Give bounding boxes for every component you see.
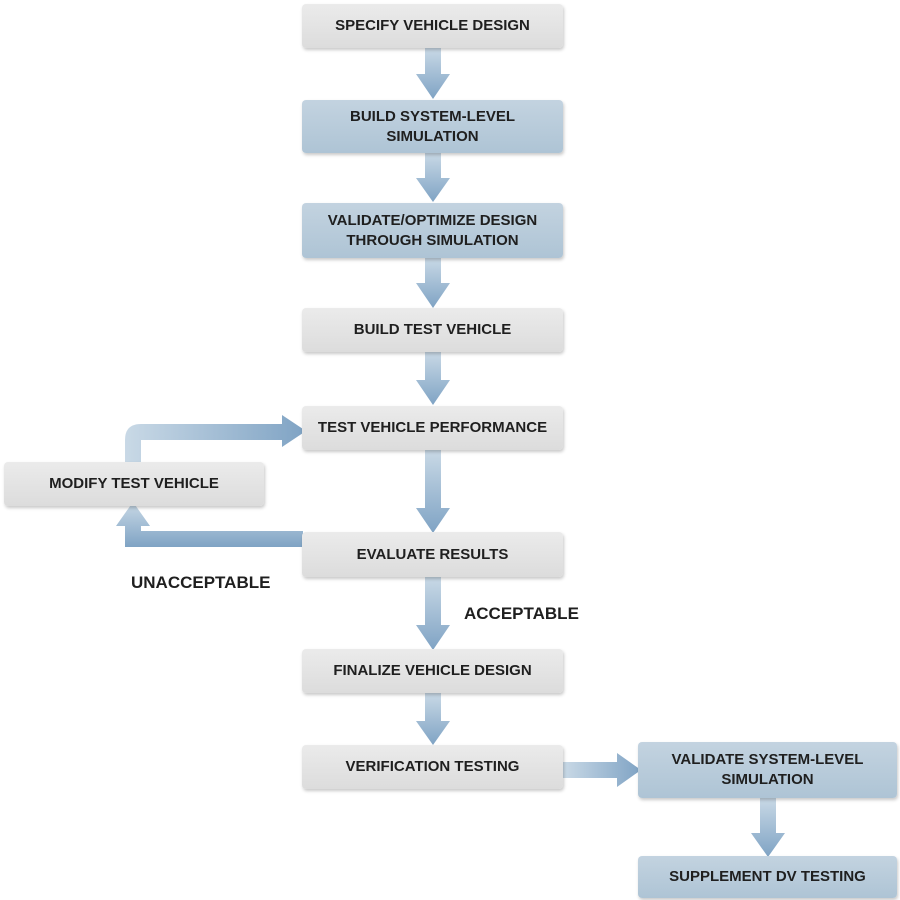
arrow-validate-opt-to-build-test (416, 258, 450, 308)
arrow-build-sim-to-validate-opt (416, 153, 450, 202)
arrow-test-perf-to-evaluate (416, 450, 450, 533)
node-finalize-vehicle-design: FINALIZE VEHICLE DESIGN (302, 649, 563, 693)
node-evaluate-results: EVALUATE RESULTS (302, 532, 563, 577)
arrow-validate-sim-to-supplement (751, 798, 785, 857)
node-verification-testing: VERIFICATION TESTING (302, 745, 563, 789)
node-validate-system-level-simulation: VALIDATE SYSTEM-LEVEL SIMULATION (638, 742, 897, 798)
arrow-evaluate-to-finalize (416, 577, 450, 650)
node-build-system-level-simulation: BUILD SYSTEM-LEVEL SIMULATION (302, 100, 563, 153)
edge-label-acceptable: ACCEPTABLE (464, 604, 579, 623)
arrow-evaluate-to-modify (116, 502, 303, 547)
node-modify-test-vehicle: MODIFY TEST VEHICLE (4, 462, 264, 506)
node-specify-vehicle-design: SPECIFY VEHICLE DESIGN (302, 4, 563, 48)
arrow-finalize-to-verification (416, 693, 450, 745)
node-supplement-dv-testing: SUPPLEMENT DV TESTING (638, 856, 897, 898)
arrow-verification-to-validate-sim (563, 753, 641, 787)
arrow-build-test-to-test-perf (416, 352, 450, 405)
arrow-modify-to-test-perf (125, 415, 306, 462)
arrow-specify-to-build-sim (416, 48, 450, 99)
edge-label-unacceptable: UNACCEPTABLE (131, 573, 271, 592)
node-build-test-vehicle: BUILD TEST VEHICLE (302, 308, 563, 352)
node-validate-optimize-design: VALIDATE/OPTIMIZE DESIGN THROUGH SIMULAT… (302, 203, 563, 258)
node-test-vehicle-performance: TEST VEHICLE PERFORMANCE (302, 406, 563, 450)
